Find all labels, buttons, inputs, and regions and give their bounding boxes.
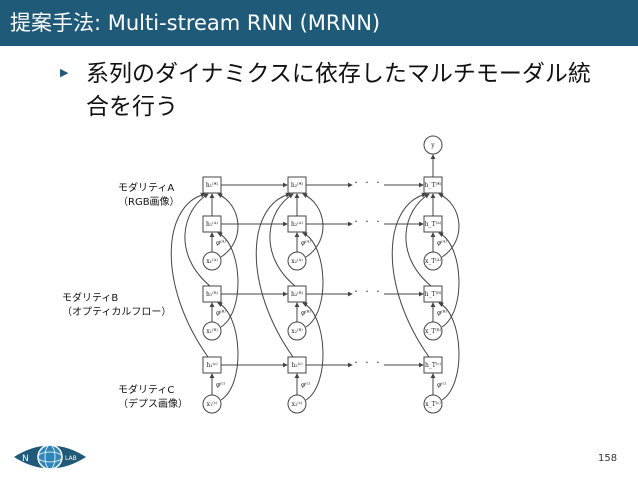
ellipsis-hC: · · · [354,356,381,369]
output-y-node [423,135,443,155]
phi-a-label-1: φ⁽ᴬ⁾ [216,240,226,247]
hb-to-hstar-curve-3 [405,193,432,287]
h-c-box-3 [423,356,443,374]
ellipsis-hs: · · · [354,176,381,189]
h-star-label-2: h₂⁽*⁾ [291,182,304,189]
output-y-label: y [430,142,435,149]
h-b-label-3: h_T⁽ᴮ⁾ [425,291,442,298]
h-a-label-2: h₂⁽ᴬ⁾ [291,221,303,228]
h-c-label-1: h₁⁽ᶜ⁾ [206,362,218,369]
modality-b-name: モダリティB [62,293,119,304]
xc-to-hb-curve-2 [302,302,324,401]
hb-to-hstar-curve-2 [269,193,296,287]
h-a-label-3: h_T⁽ᴬ⁾ [425,221,442,228]
phi-a-label-3: φ⁽ᴬ⁾ [437,240,447,247]
x-b-label-2: x₂⁽ᴮ⁾ [291,328,303,335]
xa-to-hstar-curve-3 [438,193,460,258]
x-c-label-2: x₂⁽ᶜ⁾ [292,401,303,408]
h-a-label-1: h₁⁽ᴬ⁾ [206,221,218,228]
phi-b-label-2: φ⁽ᴮ⁾ [301,310,311,317]
xb-to-ha-curve-3 [438,232,460,328]
h-star-label-3: h_T⁽*⁾ [425,182,442,189]
xb-to-ha-curve-1 [217,232,239,328]
xc-to-hb-curve-1 [217,302,239,401]
slide-title: 提案手法: Multi-stream RNN (MRNN) [0,0,638,46]
phi-c-label-1: φ⁽ᶜ⁾ [216,382,226,389]
x-b-label-3: x_T⁽ᴮ⁾ [425,328,442,335]
modality-b-desc: （オプティカルフロー） [62,307,172,318]
x-c-label-1: x₁⁽ᶜ⁾ [207,401,218,408]
h-c-label-3: h_T⁽ᶜ⁾ [425,362,441,369]
logo-left-text: N [22,454,29,464]
x-b-label-1: x₁⁽ᴮ⁾ [206,328,218,335]
h-b-box-3 [423,285,443,303]
modality-a-name: モダリティA [118,183,175,194]
hc-to-hstar-curve-1 [170,192,209,358]
lab-logo: N LAB [14,444,86,470]
h-b-label-2: h₂⁽ᴮ⁾ [291,291,304,298]
modality-c-desc: （デプス画像） [118,399,188,410]
ellipsis-hA: · · · [354,215,381,228]
xb-to-ha-curve-2 [302,232,324,328]
h-star-label-1: h₁⁽*⁾ [206,182,219,189]
phi-c-label-3: φ⁽ᶜ⁾ [437,382,447,389]
modality-c-label: モダリティC （デプス画像） [118,384,188,412]
phi-c-label-2: φ⁽ᶜ⁾ [301,382,311,389]
x-a-label-3: x_T⁽ᴬ⁾ [425,258,442,265]
hb-to-hstar-curve-1 [184,193,211,287]
modality-c-name: モダリティC [118,385,175,396]
hc-to-hstar-curve-3 [391,192,430,358]
phi-a-label-2: φ⁽ᴬ⁾ [301,240,311,247]
eye-globe-logo-icon [37,444,63,470]
phi-b-label-3: φ⁽ᴮ⁾ [437,310,447,317]
page-number: 158 [598,453,618,464]
bullet-arrow-icon: ▶ [60,66,69,79]
modality-b-label: モダリティB （オプティカルフロー） [62,292,171,320]
modality-a-label: モダリティA （RGB画像） [118,182,180,210]
x-a-label-1: x₁⁽ᴬ⁾ [206,258,218,265]
bullet-text: 系列のダイナミクスに依存したマルチモーダル統合を行う [86,61,591,120]
ellipsis-hB: · · · [354,285,381,298]
logo-right-text: LAB [65,455,77,462]
x-a-label-2: x₂⁽ᴬ⁾ [291,258,303,265]
h-c-label-2: h₂⁽ᶜ⁾ [291,362,303,369]
phi-b-label-1: φ⁽ᴮ⁾ [216,310,226,317]
h-b-label-1: h₁⁽ᴮ⁾ [206,291,219,298]
xc-to-hb-curve-3 [438,302,460,401]
modality-a-desc: （RGB画像） [118,197,180,208]
hc-to-hstar-curve-2 [255,192,294,358]
x-c-label-3: x_T⁽ᶜ⁾ [425,401,441,408]
